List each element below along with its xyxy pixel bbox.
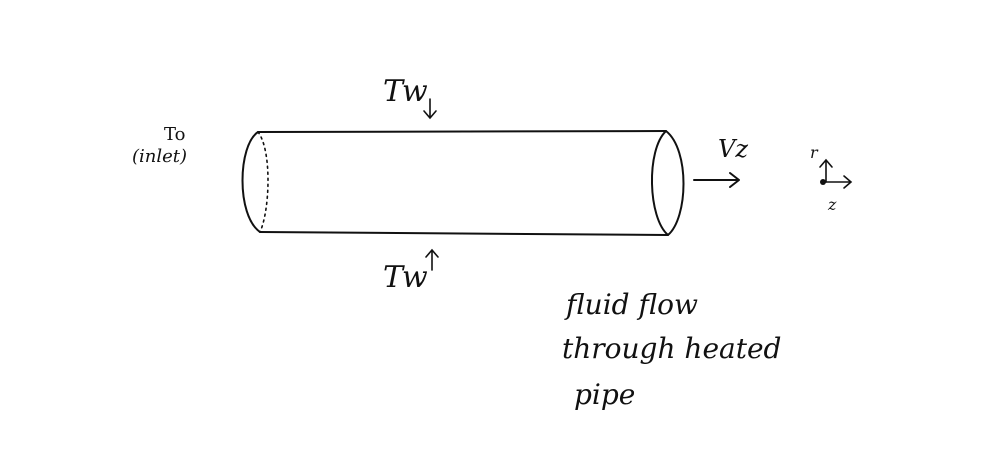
inlet-note-label: (inlet) — [132, 146, 187, 167]
r-axis-label: r — [810, 143, 819, 162]
z-axis-label: z — [827, 195, 837, 214]
z-axis-arrow — [821, 175, 853, 189]
pipe-inlet-end-front — [241, 131, 261, 233]
inlet-temp-label: To — [164, 124, 185, 145]
caption-line-1: fluid flow — [564, 288, 698, 321]
r-axis-arrow — [819, 158, 833, 183]
pipe — [241, 130, 685, 236]
caption-line-2: through heated — [562, 332, 781, 365]
pipe-inlet-end-back — [257, 131, 269, 233]
pipe-bottom-edge — [259, 231, 669, 236]
wall-temp-top-arrow — [423, 98, 437, 120]
pipe-outlet-end — [651, 130, 685, 236]
axes-origin-dot — [820, 179, 826, 185]
wall-temp-bottom-arrow — [425, 248, 439, 271]
velocity-label: Vz — [718, 135, 748, 163]
velocity-arrow — [693, 172, 740, 188]
wall-temp-bottom-label: Tw — [383, 260, 428, 295]
pipe-top-edge — [257, 130, 667, 133]
wall-temp-top-label: Tw — [383, 74, 428, 109]
caption-line-3: pipe — [574, 378, 635, 411]
coordinate-axes: r z — [810, 143, 853, 214]
